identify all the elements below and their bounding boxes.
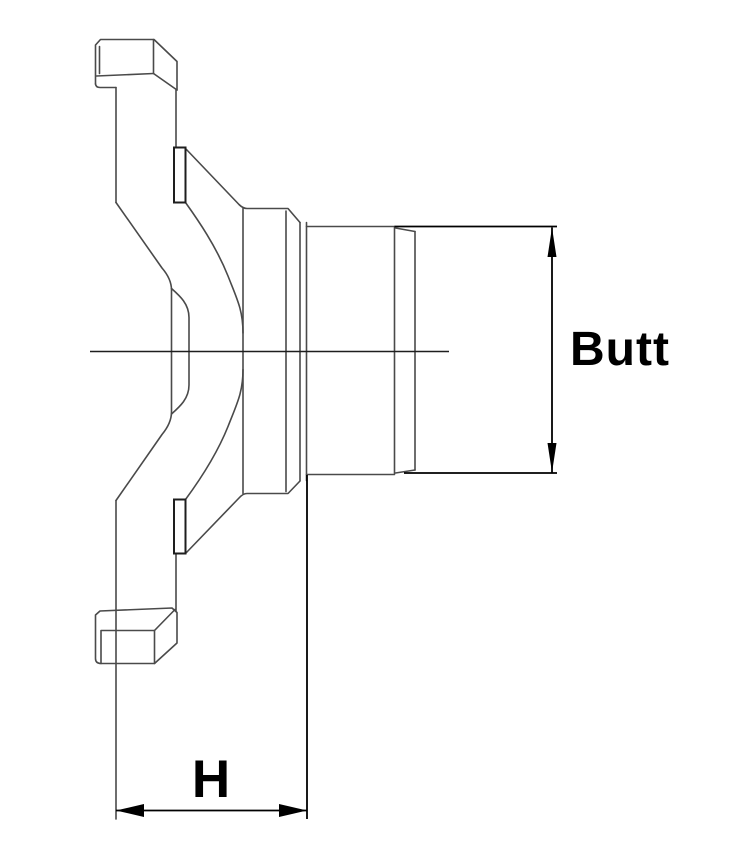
butt-dimension-label: Butt [570,323,670,376]
arrowhead-left-icon [116,804,144,817]
part-outline [94,38,416,820]
h-dimension: H [116,475,308,819]
h-dimension-label: H [192,750,230,809]
arrowhead-up-icon [547,227,557,257]
cone-top-curve [184,201,244,334]
butt-dimension: Butt [394,225,670,474]
bearing-tabs [173,146,187,555]
upper-tab [173,146,187,204]
cone-top-edge [184,147,301,224]
top-lug [94,38,178,91]
arrowhead-down-icon [547,443,557,473]
cone-bottom-edge [184,480,301,555]
cylinder-butt [305,225,416,476]
bottom-lug [94,607,178,665]
arrowhead-right-icon [279,804,307,817]
lower-tab [173,498,187,555]
cone-bottom-curve [184,368,244,501]
